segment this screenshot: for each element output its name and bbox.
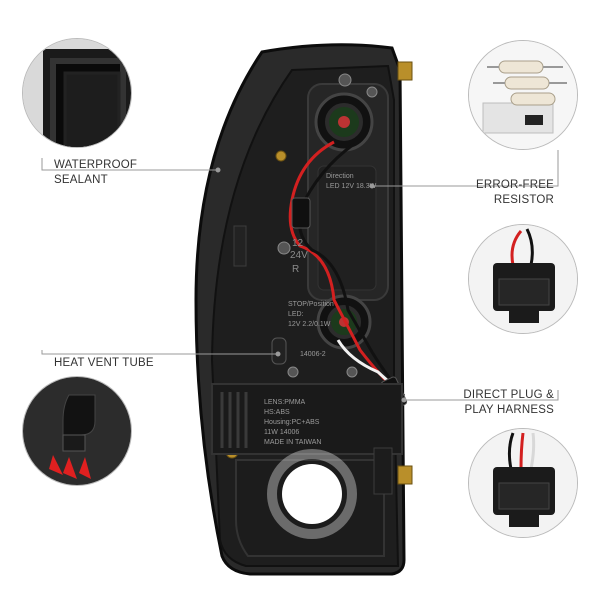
stop-position-spec: 12V 2.2/0.1W <box>288 321 331 328</box>
mounting-stud <box>397 61 413 81</box>
harness-plug-detail-2 <box>468 428 578 538</box>
heat-vent-line1: HEAT VENT TUBE <box>54 357 154 369</box>
plug-connector-icon <box>469 225 577 333</box>
waterproof-line2: SEALANT <box>54 174 108 186</box>
harness-plug-detail <box>468 224 578 334</box>
voltage-r: R <box>292 264 299 275</box>
screw-post <box>277 241 291 255</box>
housing-material: Housing:PC+ABS <box>264 419 320 426</box>
heat-vent-closeup-icon <box>23 377 131 485</box>
harness-label: DIRECT PLUG & PLAY HARNESS <box>463 388 554 418</box>
waterproof-sealant-detail <box>22 38 132 148</box>
screw-post <box>346 366 358 378</box>
wire-red <box>288 140 399 394</box>
heat-vent-detail <box>22 376 132 486</box>
direction-label: Direction <box>326 173 354 180</box>
direction-panel <box>317 165 377 291</box>
plug-connector-2-icon <box>469 429 577 537</box>
harness-line1: DIRECT PLUG & <box>463 389 554 401</box>
harness-line2: PLAY HARNESS <box>464 404 554 416</box>
screw-post <box>338 73 352 87</box>
wire-black <box>297 142 406 397</box>
lower-block <box>211 383 403 455</box>
resistor-label: ERROR-FREE RESISTOR <box>476 178 554 208</box>
wattage-code: 11W 14006 <box>264 429 299 436</box>
mounting-stud <box>397 465 413 485</box>
voltage-12: 12 <box>292 238 304 249</box>
screw-post <box>366 86 378 98</box>
callout-lines <box>41 150 559 483</box>
waterproof-sealant-label: WATERPROOF SEALANT <box>54 158 137 188</box>
heat-vent-label: HEAT VENT TUBE <box>54 356 154 371</box>
housing-ribs <box>220 392 248 448</box>
stop-position-label: STOP/Position <box>288 301 334 308</box>
lens-material: LENS:PMMA <box>264 399 306 406</box>
reverse-bulb <box>282 464 342 524</box>
sealant-closeup-icon <box>23 39 131 147</box>
side-clip <box>373 447 393 495</box>
part-number: 14006-2 <box>300 351 326 358</box>
wire-white <box>336 339 402 394</box>
direction-spec: LED 12V 18.3W <box>326 183 377 190</box>
hs-material: HS:ABS <box>264 409 290 416</box>
voltage-24: 24V <box>290 250 308 261</box>
waterproof-line1: WATERPROOF <box>54 159 138 171</box>
made-in: MADE IN TAIWAN <box>264 439 321 446</box>
side-clip <box>233 225 247 267</box>
resistor-line2: RESISTOR <box>493 194 554 206</box>
stop-position-led: LED: <box>288 311 304 318</box>
resistor-line1: ERROR-FREE <box>475 179 554 191</box>
heat-vent-tube <box>271 337 287 365</box>
screw-post <box>287 366 299 378</box>
wire-connector <box>291 197 311 229</box>
mounting-stud <box>275 150 287 162</box>
resistor-detail <box>468 40 578 150</box>
resistor-closeup-icon <box>469 41 577 149</box>
